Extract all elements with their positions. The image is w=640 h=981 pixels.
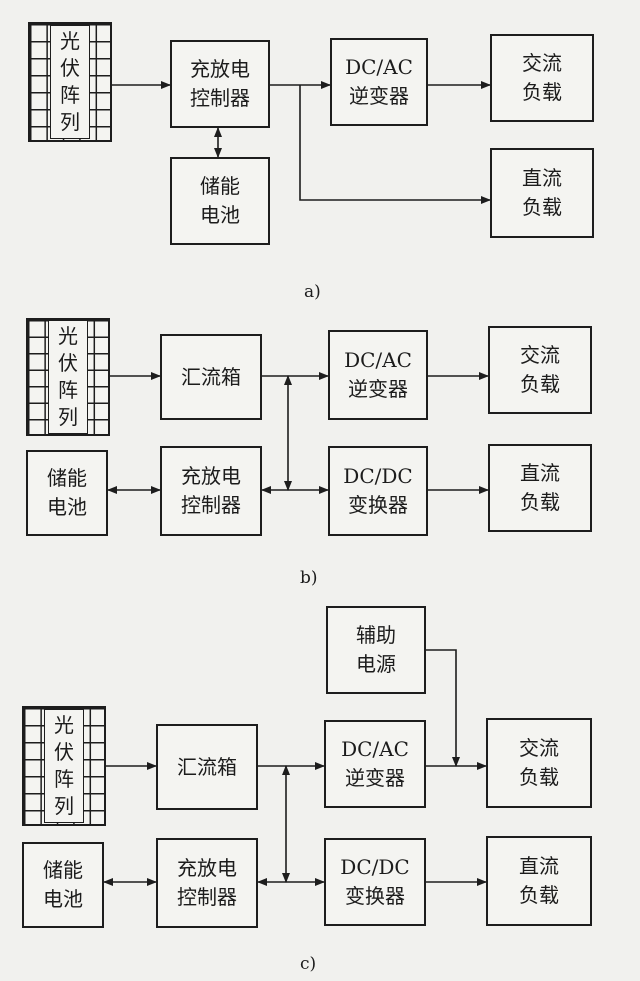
pv-array-label: 光伏 阵列 — [50, 25, 90, 139]
caption-b: b) — [300, 568, 318, 588]
dc-load-box-b: 直流 负载 — [488, 444, 592, 532]
battery-box-b: 储能 电池 — [26, 450, 108, 536]
battery-box-a: 储能 电池 — [170, 157, 270, 245]
dc-converter-box-c: DC/DC 变换器 — [324, 838, 426, 926]
dc-load-box-c: 直流 负载 — [486, 836, 592, 926]
dc-load-box-a: 直流 负载 — [490, 148, 594, 238]
ac-load-box-a: 交流 负载 — [490, 34, 594, 122]
arrow-a-branch-to-dcload — [299, 85, 491, 204]
battery-box-c: 储能 电池 — [22, 842, 104, 928]
combiner-box-b: 汇流箱 — [160, 334, 262, 420]
ac-load-box-b: 交流 负载 — [488, 326, 592, 414]
charge-controller-box-a: 充放电 控制器 — [170, 40, 270, 128]
pv-array-panel-c: 光伏 阵列 — [22, 706, 106, 826]
pv-array-label: 光伏 阵列 — [48, 320, 88, 434]
combiner-box-c: 汇流箱 — [156, 724, 258, 810]
arrow-c-aux-to-acload — [426, 649, 460, 767]
inverter-box-a: DC/AC 逆变器 — [330, 38, 428, 126]
inverter-box-b: DC/AC 逆变器 — [328, 330, 428, 420]
pv-array-label: 光伏 阵列 — [44, 709, 84, 823]
charge-controller-box-b: 充放电 控制器 — [160, 446, 262, 536]
aux-power-box-c: 辅助 电源 — [326, 606, 426, 694]
pv-array-panel-b: 光伏 阵列 — [26, 318, 110, 436]
charge-controller-box-c: 充放电 控制器 — [156, 838, 258, 928]
caption-a: a) — [304, 282, 321, 302]
dc-converter-box-b: DC/DC 变换器 — [328, 446, 428, 536]
ac-load-box-c: 交流 负载 — [486, 718, 592, 808]
pv-array-panel-a: 光伏 阵列 — [28, 22, 112, 142]
caption-c: c) — [300, 954, 317, 974]
inverter-box-c: DC/AC 逆变器 — [324, 720, 426, 808]
